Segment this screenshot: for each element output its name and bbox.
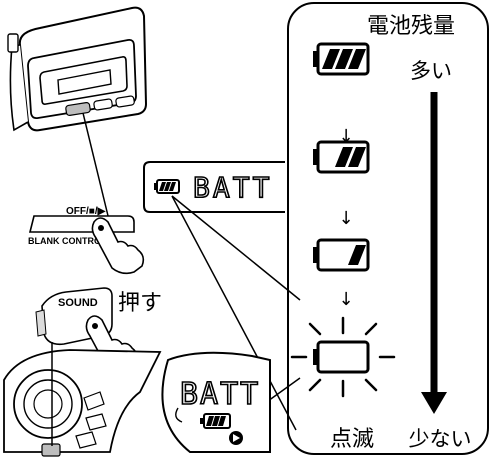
battery-icon-two-thirds <box>313 140 370 174</box>
closeup-display: BATT <box>161 351 271 453</box>
switch-label: OFF/■/▶ <box>66 206 107 217</box>
lcd-display-panel <box>143 161 285 213</box>
battery-icon-one-third <box>313 238 370 272</box>
level-high-label: 多い <box>410 59 452 83</box>
blink-rays <box>290 316 396 398</box>
panel-title: 電池残量 <box>367 14 455 39</box>
blank-control-label: BLANK CONTROL <box>28 236 107 246</box>
level-arrow-head <box>421 392 447 414</box>
connector-line-lower <box>171 195 297 431</box>
closeup-battery-icon <box>200 413 231 429</box>
device-side-dial <box>3 342 162 457</box>
step-arrow-3: ↓ <box>338 289 353 310</box>
lcd-battery-icon <box>154 179 180 194</box>
press-label: 押す <box>118 291 162 316</box>
battery-icon-empty-blinking <box>290 316 396 398</box>
sound-label: SOUND <box>58 297 98 309</box>
battery-icon-full <box>313 42 370 76</box>
power-switch[interactable]: OFF/■/▶ BLANK CONTROL <box>28 206 135 246</box>
blink-label: 点滅 <box>330 427 374 452</box>
connector-line-upper <box>171 195 301 301</box>
closeup-batt-text: BATT <box>180 377 260 412</box>
cassette-player <box>7 6 148 225</box>
level-low-label: 少ない <box>409 427 472 451</box>
pointing-hand-switch <box>91 217 145 275</box>
lcd-batt-text: BATT <box>193 171 272 204</box>
step-arrow-2: ↓ <box>338 208 353 229</box>
